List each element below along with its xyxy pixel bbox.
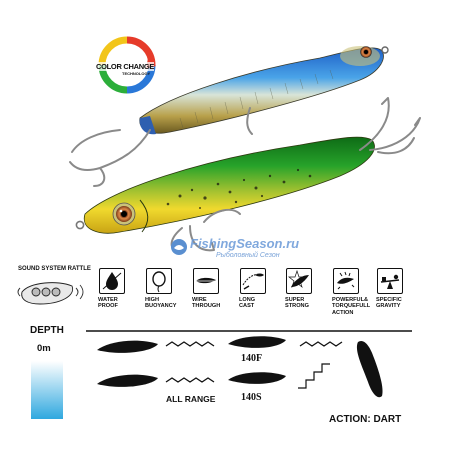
feature-label-powerful-action: POWERFUL& TORQUEFULL ACTION (332, 297, 371, 316)
model-floating: 140F (241, 353, 263, 364)
lure-top-hooks (69, 107, 253, 187)
action-label: ACTION: DART (329, 414, 402, 425)
feature-label-long-cast: LONG CAST (239, 297, 256, 310)
badge-title: COLOR CHANGE (96, 62, 155, 71)
feature-high-buoyancy (146, 268, 172, 294)
wire-through-icon (195, 277, 217, 284)
powerful-action-icon (337, 271, 355, 290)
balloon-icon (152, 271, 166, 293)
feature-label-super-strong: SUPER STRONG (285, 297, 309, 310)
feature-water-proof (99, 268, 125, 294)
profile-row-1 (97, 336, 343, 353)
feature-powerful-action (333, 268, 359, 294)
profile-row-2 (97, 363, 330, 389)
long-cast-icon (242, 273, 264, 290)
sound-system-label: SOUND SYSTEM RATTLE (18, 266, 91, 272)
super-strong-icon (288, 269, 309, 289)
feature-label-specific-gravity: SPECIFIC GRAVITY (376, 297, 402, 310)
depth-title: DEPTH (30, 325, 64, 336)
watermark-brand: FishingSeason.ru (190, 236, 300, 251)
gravity-scale-icon (380, 274, 400, 289)
feature-label-water-proof: WATER PROOF (98, 297, 118, 310)
badge-subtitle: TECHNOLOGY (122, 71, 151, 76)
feature-specific-gravity (377, 268, 403, 294)
feature-label-wire-through: WIRE THROUGH (192, 297, 221, 310)
depth-gradient-bar (31, 361, 63, 419)
feature-label-high-buoyancy: HIGH BUOYANCY (145, 297, 177, 310)
water-drop-icon (102, 272, 122, 290)
sound-rattle-illustration (17, 282, 84, 305)
watermark-subtitle: Рыболовный Сезон (216, 252, 280, 259)
lure-top-body (139, 46, 389, 135)
model-all-range: ALL RANGE (166, 394, 216, 404)
lure-bottom-hooks (170, 97, 421, 253)
dart-silhouette (356, 340, 383, 398)
lure-bottom-body (75, 136, 375, 234)
feature-super-strong (286, 268, 312, 294)
watermark-logo-icon (171, 239, 187, 255)
feature-wire-through (193, 268, 219, 294)
model-sinking: 140S (241, 392, 262, 403)
depth-level: 0m (37, 343, 51, 354)
feature-long-cast (240, 268, 266, 294)
color-change-badge: COLOR CHANGE TECHNOLOGY (96, 36, 156, 94)
watermark: FishingSeason.ru Рыболовный Сезон (170, 236, 320, 266)
